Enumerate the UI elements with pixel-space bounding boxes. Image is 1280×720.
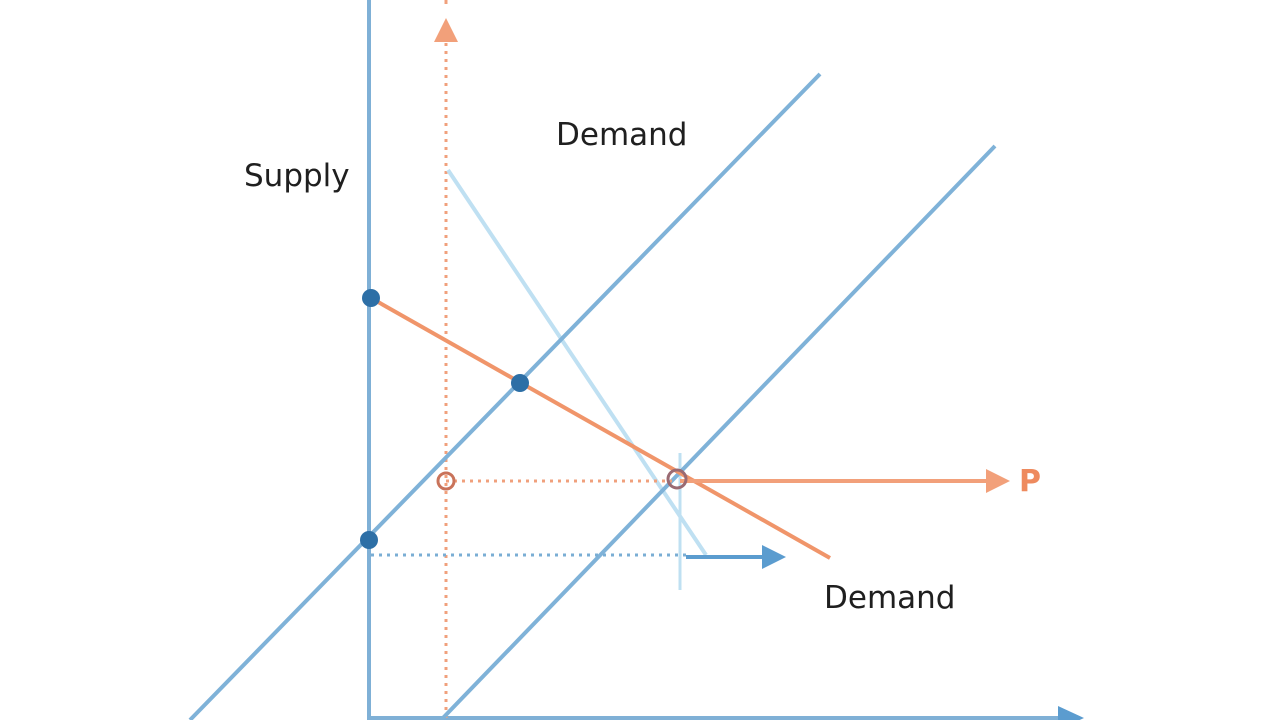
x-axis-arrowhead: [1058, 706, 1084, 720]
label-supply: Supply: [244, 158, 350, 194]
label-p: P: [1019, 464, 1041, 499]
demand-line: [370, 296, 831, 560]
supply-line-lower: [439, 144, 997, 720]
vertical-arrowhead: [434, 18, 458, 42]
label-demand-top: Demand: [556, 117, 687, 153]
point-supply-intercept: [360, 531, 378, 549]
point-demand-intercept: [362, 289, 380, 307]
label-demand-bottom: Demand: [824, 580, 955, 616]
marker-o-equilibrium: [666, 468, 688, 490]
blue-arrowhead: [762, 545, 786, 569]
supply-line-upper: [188, 72, 822, 720]
price-arrowhead: [986, 469, 1010, 493]
marker-o-left: [436, 471, 456, 491]
point-intersection: [511, 374, 529, 392]
